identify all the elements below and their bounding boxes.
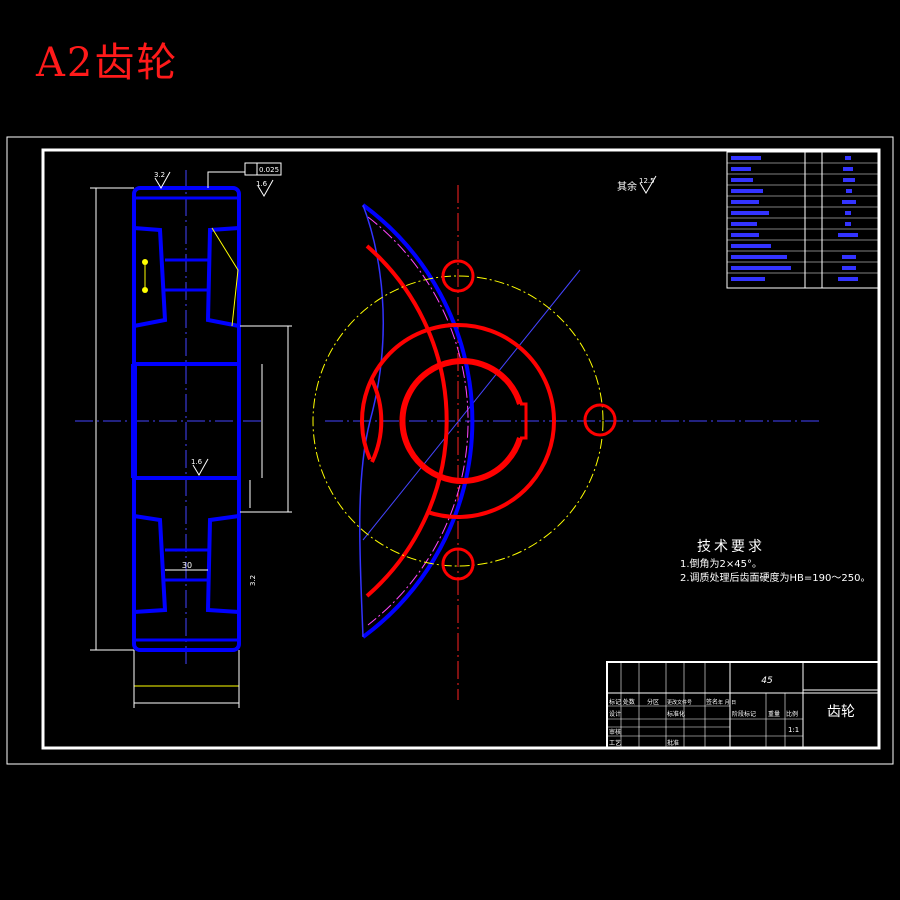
- front-view: 其余 12.5 技术要求: [312, 151, 880, 700]
- roughness-hub: 1.6: [191, 458, 203, 466]
- title-block-material: 45: [761, 676, 773, 686]
- title-block-row-label-3: 更改文件号: [667, 699, 692, 706]
- title-block-label-design: 设计: [609, 710, 621, 718]
- roughness-general-value: 12.5: [639, 177, 655, 185]
- title-block-label-standard: 标准化: [667, 710, 685, 718]
- title-block-label-scale: 比例: [786, 710, 798, 718]
- drawing-frame: [41, 148, 881, 750]
- section-view: 30 3.2 1.6 1.6 3.2 0.025: [75, 162, 292, 708]
- title-block-label-stage: 阶段标记: [732, 710, 756, 718]
- title-block-part-name: 齿轮: [827, 704, 855, 720]
- title-block: 45 齿轮 标记 处数 分区 更改文件号 签名 年 月 日 设计 标准化 阶段标…: [606, 661, 880, 749]
- title-block-scale: 1:1: [788, 726, 799, 734]
- title-block-row-label-1: 标记 处数: [609, 698, 635, 706]
- page-title: A2齿轮: [36, 40, 179, 86]
- roughness-right: 3.2: [249, 575, 257, 586]
- title-block-row-label-2: 分区: [647, 698, 659, 706]
- title-block-row-label-5: 年 月 日: [718, 699, 736, 706]
- runout-value: 0.025: [259, 166, 279, 174]
- sheet-border: [6, 136, 894, 765]
- tech-requirement-2: 2.调质处理后齿面硬度为HB=190～250。: [680, 571, 870, 584]
- tech-requirement-1: 1.倒角为2×45°。: [680, 558, 762, 570]
- gear-parameter-table: [726, 151, 880, 289]
- roughness-general-label: 其余: [617, 180, 637, 193]
- roughness-top-right: 1.6: [256, 180, 268, 188]
- tech-requirements-heading: 技术要求: [697, 539, 765, 555]
- runout-frame: [244, 162, 282, 176]
- roughness-top-left: 3.2: [154, 171, 165, 179]
- title-block-row-label-4: 签名: [706, 698, 718, 706]
- title-block-label-review: 审核: [609, 728, 621, 736]
- rim-width-dimension: 30: [182, 561, 192, 570]
- title-block-label-approve: 批准: [667, 739, 679, 747]
- title-block-label-process: 工艺: [609, 739, 621, 747]
- title-block-label-weight: 重量: [768, 710, 780, 718]
